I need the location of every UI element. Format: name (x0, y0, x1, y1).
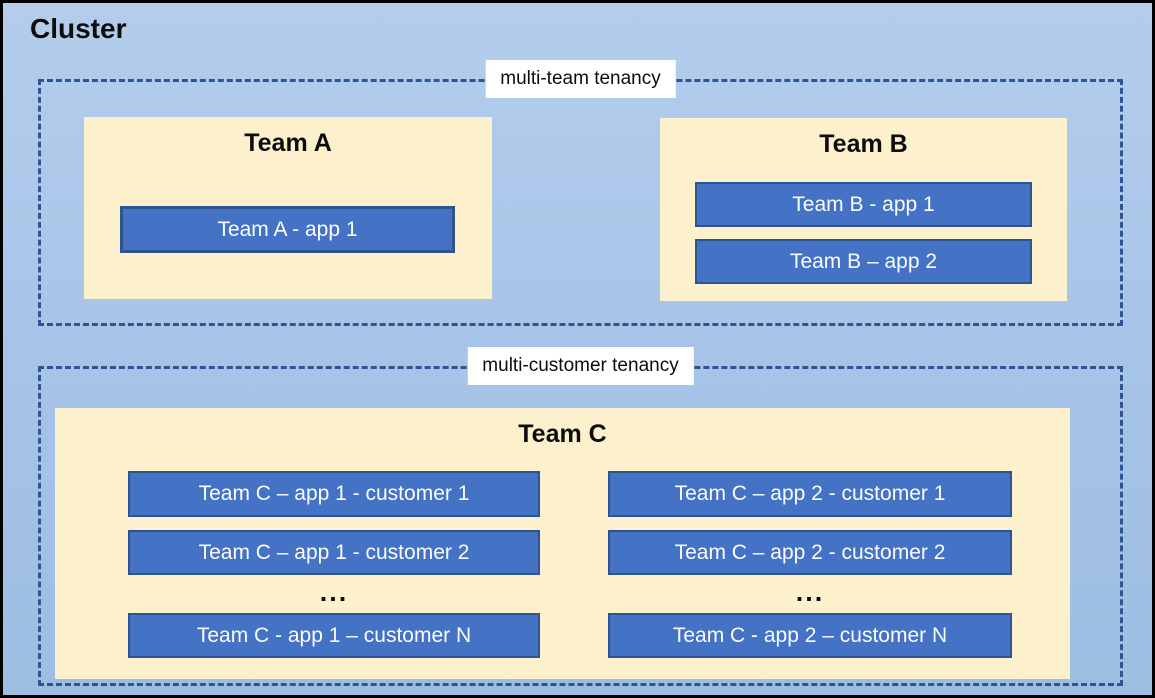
team-b-panel: Team B Team B - app 1 Team B – app 2 (660, 118, 1067, 301)
team-c-app-2-ellipsis: ... (795, 577, 825, 607)
team-a-panel: Team A Team A - app 1 (84, 117, 492, 299)
team-c-panel: Team C Team C – app 1 - customer 1 Team … (55, 408, 1070, 679)
team-c-app-1-customer-1-box: Team C – app 1 - customer 1 (128, 471, 540, 517)
team-c-app-2-column: Team C – app 2 - customer 1 Team C – app… (608, 471, 1012, 658)
team-c-app-1-customer-2-box: Team C – app 1 - customer 2 (128, 530, 540, 575)
team-c-app-2-customer-1-box: Team C – app 2 - customer 1 (608, 471, 1012, 517)
team-c-app-2-customer-2-box: Team C – app 2 - customer 2 (608, 530, 1012, 575)
multi-customer-tenancy-label: multi-customer tenancy (467, 347, 694, 385)
team-b-title: Team B (819, 130, 908, 158)
team-a-app-1-box: Team A - app 1 (120, 206, 455, 253)
team-c-app-2-customer-n-box: Team C - app 2 – customer N (608, 613, 1012, 658)
multi-team-tenancy-label: multi-team tenancy (485, 60, 676, 98)
multi-team-tenancy-region: multi-team tenancy (38, 60, 1123, 326)
team-c-app-1-column: Team C – app 1 - customer 1 Team C – app… (128, 471, 540, 658)
team-c-app-1-customer-n-box: Team C - app 1 – customer N (128, 613, 540, 658)
team-b-app-1-box: Team B - app 1 (695, 182, 1032, 227)
multi-customer-tenancy-region: multi-customer tenancy (38, 347, 1123, 686)
team-b-app-2-box: Team B – app 2 (695, 239, 1032, 284)
team-a-title: Team A (244, 129, 332, 157)
team-c-title: Team C (518, 420, 607, 448)
cluster-title: Cluster (30, 13, 127, 44)
team-c-app-1-ellipsis: ... (319, 577, 349, 607)
